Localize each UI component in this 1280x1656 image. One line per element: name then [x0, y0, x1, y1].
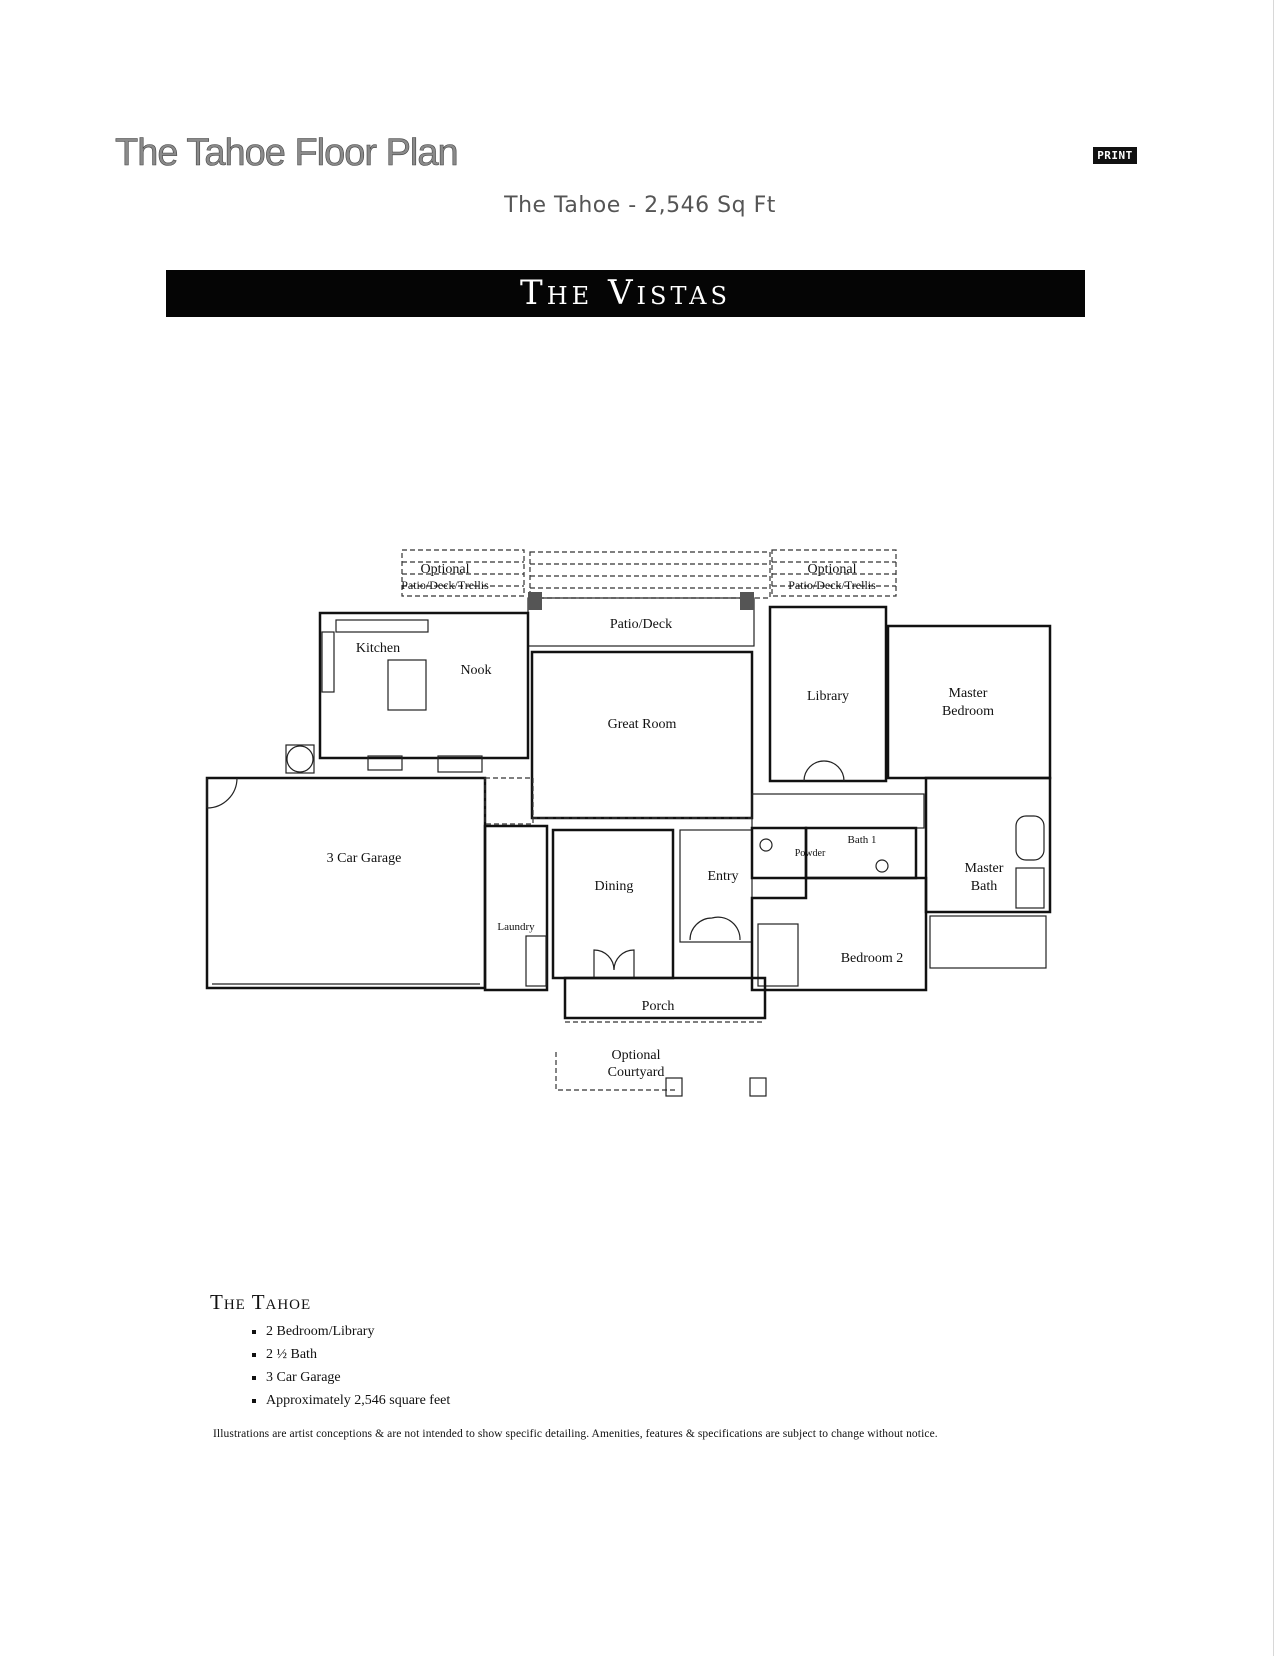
label-master-bedroom: Master [949, 686, 988, 701]
label-master-bath: Master [965, 861, 1004, 876]
bedroom-2-closet [757, 923, 799, 987]
features-list: 2 Bedroom/Library 2 ½ Bath 3 Car Garage … [248, 1320, 450, 1412]
floor-plan-drawing: Optional Patio/Deck/Trellis Optional Pat… [205, 549, 1052, 1097]
garage-walls [205, 776, 487, 990]
patio-post-left [528, 592, 542, 610]
dining-walls [551, 828, 675, 980]
laundry-walls [483, 824, 549, 992]
kitchen-counter-side [321, 631, 335, 693]
label-library: Library [807, 689, 849, 704]
master-tub [1015, 815, 1045, 861]
label-bath: Bath 1 [847, 834, 876, 846]
feature-item: Approximately 2,546 square feet [266, 1389, 450, 1412]
master-bath-walls [924, 776, 1052, 914]
label-optional-patio-right: Optional [808, 562, 857, 577]
master-shower [1015, 867, 1045, 909]
master-bedroom-walls [886, 624, 1052, 780]
label-master-bath-sub: Bath [971, 879, 997, 894]
community-banner: The Vistas [166, 270, 1085, 317]
label-optional-patio-left-sub: Patio/Deck/Trellis [401, 578, 489, 592]
courtyard-post-left [665, 1077, 683, 1097]
disclaimer: Illustrations are artist conceptions & a… [213, 1428, 938, 1440]
kitchen-nook-walls [318, 611, 530, 760]
kitchen-island [387, 659, 427, 711]
label-powder: Powder [795, 848, 826, 859]
print-button[interactable]: PRINT [1093, 147, 1137, 164]
label-entry: Entry [707, 869, 738, 884]
library-walls [768, 605, 888, 783]
label-optional-patio-left: Optional [421, 562, 470, 577]
courtyard-wall [555, 1052, 678, 1091]
ac-unit-pad [285, 744, 315, 774]
ac-unit-icon [286, 745, 314, 773]
entry-doors [689, 916, 741, 941]
page-edge-rule [1273, 0, 1274, 1656]
label-courtyard: Optional [612, 1048, 661, 1063]
label-optional-patio-right-sub: Patio/Deck/Trellis [788, 578, 876, 592]
label-garage: 3 Car Garage [327, 851, 402, 866]
label-dining: Dining [595, 879, 634, 894]
entry-area [679, 829, 753, 943]
kitchen-pantry [367, 755, 403, 771]
great-room-walls [530, 650, 754, 820]
label-bedroom-2: Bedroom 2 [841, 951, 904, 966]
optional-patio-left [401, 549, 525, 597]
label-patio-deck: Patio/Deck [610, 617, 672, 632]
kitchen-storage [437, 755, 483, 773]
library-french-doors [803, 760, 845, 782]
patio-post-right [740, 592, 754, 610]
garage-door-swing [206, 777, 238, 809]
laundry-washer [525, 935, 547, 987]
optional-patio-right [771, 549, 897, 597]
feature-item: 2 ½ Bath [266, 1343, 450, 1366]
banner-text: The Vistas [520, 273, 731, 313]
feature-item: 3 Car Garage [266, 1366, 450, 1389]
courtyard-post-right [749, 1077, 767, 1097]
porch-walls [563, 976, 767, 1020]
label-great-room: Great Room [608, 717, 677, 732]
feature-item: 2 Bedroom/Library [266, 1320, 450, 1343]
master-closet [929, 915, 1047, 969]
features-title: The Tahoe [210, 1290, 312, 1314]
powder-sink [759, 838, 773, 852]
label-kitchen: Kitchen [356, 641, 400, 656]
dining-french-doors [593, 949, 635, 978]
kitchen-counter-top [335, 619, 429, 633]
bedroom-2-walls [750, 876, 928, 992]
label-porch: Porch [642, 999, 675, 1014]
plan-subtitle: The Tahoe - 2,546 Sq Ft [504, 193, 776, 218]
hall-left [484, 777, 534, 825]
label-courtyard-sub: Courtyard [608, 1065, 665, 1080]
hall-right [751, 793, 925, 829]
optional-patio-center [529, 551, 771, 599]
bath-toilet [875, 859, 889, 873]
label-master-bedroom-sub: Bedroom [942, 704, 994, 719]
label-nook: Nook [460, 663, 491, 678]
page-title: The Tahoe Floor Plan [115, 132, 459, 175]
label-laundry: Laundry [497, 921, 535, 933]
